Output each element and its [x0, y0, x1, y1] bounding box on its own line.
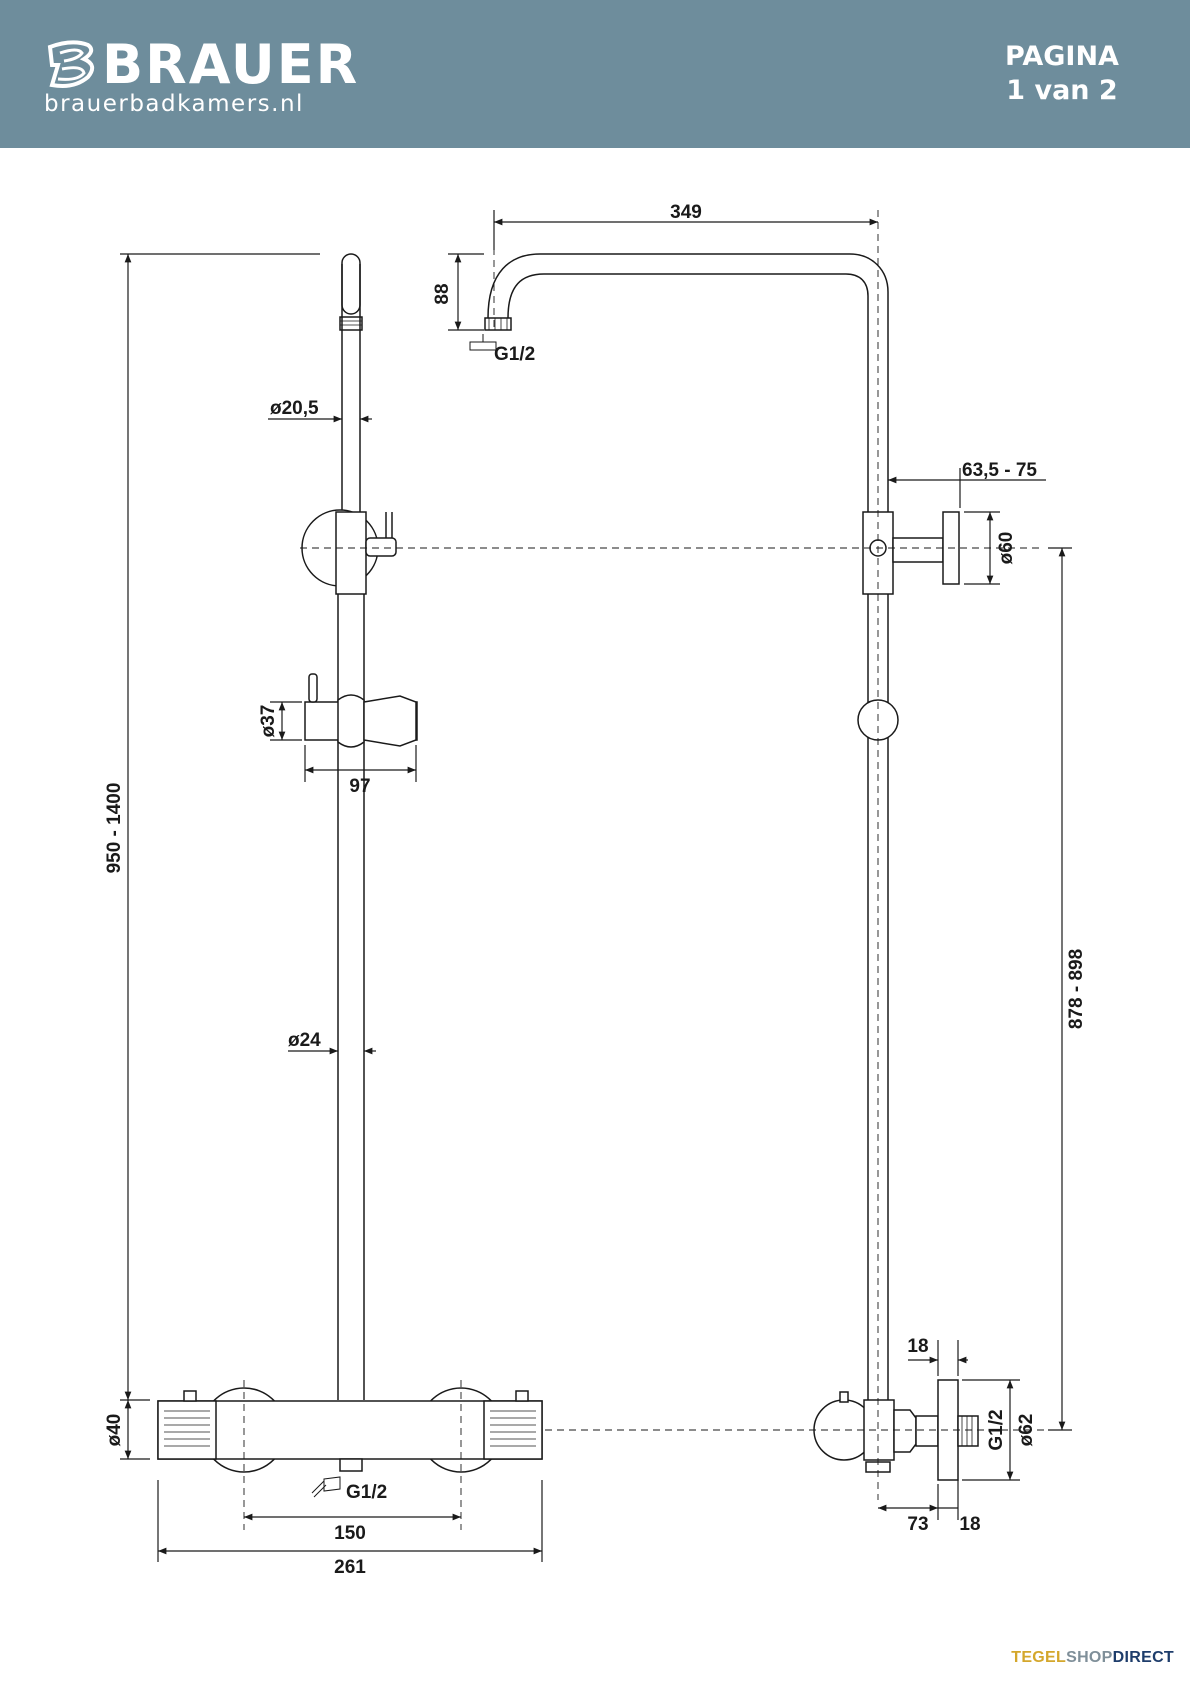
dim-thermostat-width: 261	[334, 1557, 366, 1578]
arm-thread	[484, 317, 512, 331]
dim-outlet-thread: G1/2	[346, 1482, 387, 1503]
footer-logo-part2: SHOP	[1066, 1649, 1113, 1666]
dim-lower-bar-diameter: ø24	[288, 1030, 321, 1051]
bracket-sleeve	[335, 511, 367, 595]
dim-wall-offset: 63,5 - 75	[962, 460, 1037, 481]
tegelshopdirect-logo[interactable]: TEGELSHOPDIRECT	[1011, 1649, 1174, 1667]
side-nut	[893, 1409, 917, 1453]
bar-thread	[339, 316, 363, 331]
front-view	[157, 253, 543, 1498]
dim-head-thread: G1/2	[494, 344, 535, 365]
page-label: PAGINA	[1005, 41, 1119, 72]
dim-inlet-distance: 150	[334, 1523, 366, 1544]
side-bracket-arm	[892, 537, 944, 563]
dim-bracket-diameter: ø60	[996, 532, 1017, 565]
left-knob	[157, 1400, 217, 1460]
knob-ribs	[164, 1410, 536, 1447]
side-view	[469, 253, 979, 1481]
right-knob	[483, 1400, 543, 1460]
brand-name: BRAUER	[102, 33, 360, 96]
brand-logo[interactable]: BRAUER brauerbadkamers.nl	[44, 33, 360, 117]
dim-top-arm-length: 349	[670, 202, 702, 223]
dimension-lines	[120, 210, 1072, 1562]
technical-drawing: 349 88 G1/2 ø20,5 63,5 - 75 ø60 ø37 97 9…	[0, 148, 1190, 1648]
header-banner: BRAUER brauerbadkamers.nl PAGINA 1 van 2	[0, 0, 1190, 148]
side-thread	[957, 1415, 979, 1447]
dim-holder-width: 97	[349, 776, 370, 797]
dim-upper-bar-diameter: ø20,5	[270, 398, 319, 419]
dim-side-thread: G1/2	[986, 1409, 1007, 1450]
dim-connector-flange: 18	[907, 1336, 928, 1357]
dim-thermostat-diameter: ø40	[104, 1414, 125, 1447]
bar-top-cap	[341, 253, 361, 315]
center-lines	[243, 210, 1070, 1530]
dim-side-flange: 18	[959, 1514, 980, 1535]
dim-inlet-height: 878 - 898	[1066, 949, 1087, 1029]
drawing-canvas: 349 88 G1/2 ø20,5 63,5 - 75 ø60 ø37 97 9…	[104, 202, 1087, 1578]
brand-url: brauerbadkamers.nl	[44, 91, 304, 117]
footer-logo-part1: TEGEL	[1011, 1649, 1067, 1666]
page-indicator: PAGINA 1 van 2	[982, 40, 1142, 108]
dim-total-height: 950 - 1400	[104, 783, 125, 874]
outlet-connector	[339, 1458, 363, 1472]
page-number: 1 van 2	[1006, 75, 1118, 106]
dim-rosette-diameter: ø62	[1016, 1414, 1037, 1447]
dim-side-depth: 73	[907, 1514, 928, 1535]
footer-logo-part3: DIRECT	[1112, 1649, 1174, 1666]
dim-holder-diameter: ø37	[258, 705, 279, 738]
thermostat-body	[157, 1400, 543, 1460]
bracket-knob	[365, 537, 397, 557]
brauer-b-logo-icon	[47, 40, 95, 88]
side-thermostat-body	[863, 1399, 895, 1461]
shower-arm	[487, 253, 889, 520]
dim-arm-drop: 88	[432, 283, 453, 304]
